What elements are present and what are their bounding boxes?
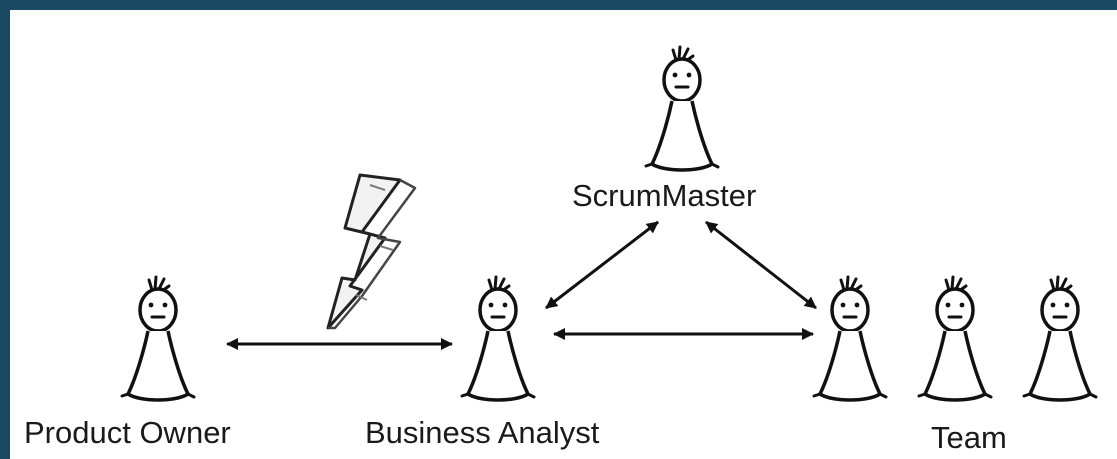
product-owner-label: Product Owner [24, 415, 231, 450]
business-analyst-label: Business Analyst [365, 415, 600, 450]
team-label: Team [931, 420, 1007, 455]
scrum-master-figure [644, 45, 720, 172]
team-member-figure-2 [917, 275, 993, 402]
team-member-figure-1 [812, 275, 888, 402]
diagram-canvas: ScrumMaster Product Owner Business Analy… [10, 10, 1117, 459]
scrum-master-label: ScrumMaster [572, 178, 757, 213]
business-analyst-figure [460, 275, 536, 402]
lightning-bolt-icon [326, 173, 417, 330]
diagram-svg [120, 45, 1098, 402]
team-member-figure-3 [1022, 275, 1098, 402]
sm-team-arrow [705, 220, 817, 310]
product-owner-figure [120, 275, 196, 402]
ba-sm-arrow [545, 220, 659, 310]
